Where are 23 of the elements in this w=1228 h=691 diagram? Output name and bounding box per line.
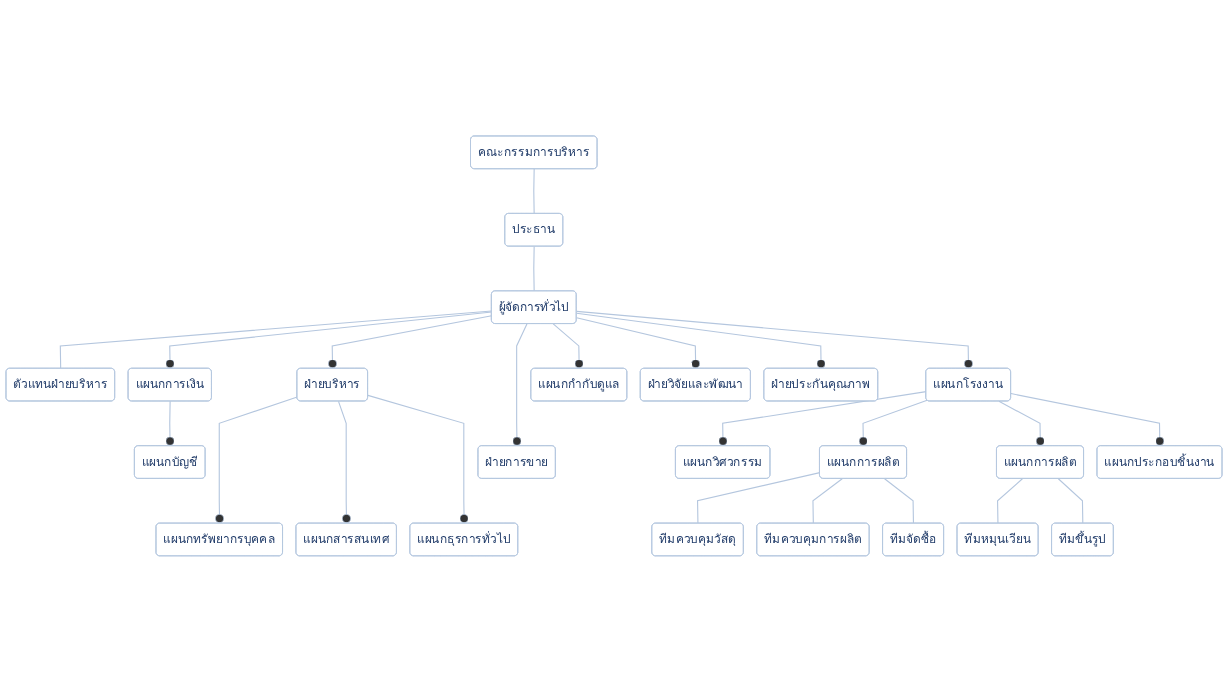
connector — [812, 477, 843, 524]
connector — [337, 400, 351, 524]
connector — [328, 314, 493, 369]
connector — [1057, 477, 1084, 524]
connector — [884, 477, 914, 524]
connector — [697, 471, 821, 524]
connector — [533, 245, 535, 292]
connector — [1010, 392, 1165, 447]
connector — [858, 399, 928, 447]
connector — [998, 400, 1045, 447]
connector — [367, 394, 469, 524]
connector — [512, 323, 528, 447]
connector — [533, 168, 535, 214]
connector — [576, 316, 701, 369]
connector — [718, 390, 927, 447]
connector — [59, 310, 493, 369]
connector — [997, 477, 1023, 524]
connector — [215, 396, 298, 524]
connector — [552, 323, 584, 369]
connector — [576, 312, 826, 369]
connector — [165, 400, 175, 447]
connector — [576, 310, 973, 369]
connector — [165, 311, 493, 369]
